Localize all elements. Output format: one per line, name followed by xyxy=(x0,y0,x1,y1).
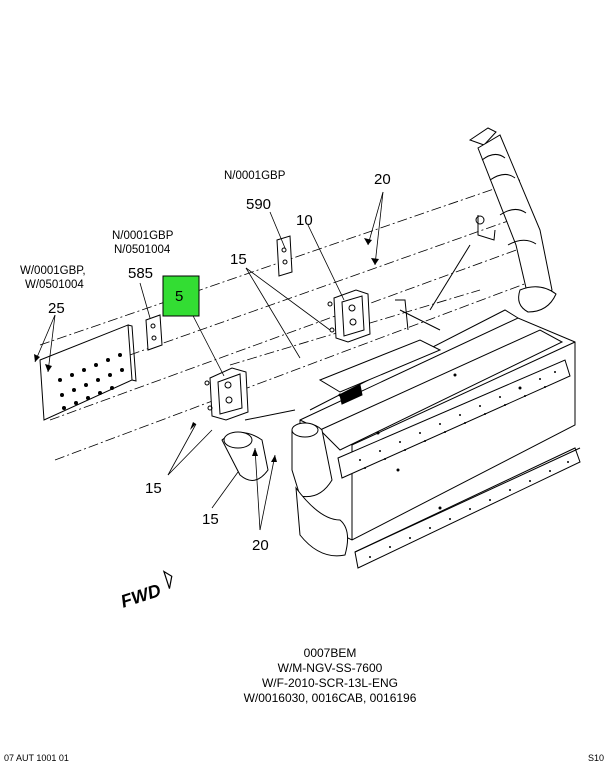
callout-25[interactable]: 25 xyxy=(48,300,65,317)
note-25-line1: W/0001GBP, xyxy=(20,265,86,277)
note-25-line2: W/0501004 xyxy=(25,279,84,291)
figure-notes: 0007BEM W/M-NGV-SS-7600 W/F-2010-SCR-13L… xyxy=(200,646,460,706)
callout-20-bottom[interactable]: 20 xyxy=(252,537,269,554)
note-590: N/0001GBP xyxy=(224,170,286,182)
figure-note-line: W/F-2010-SCR-13L-ENG xyxy=(261,676,399,690)
callout-585[interactable]: 585 xyxy=(128,265,153,282)
note-585-line1: N/0001GBP xyxy=(112,230,174,242)
callout-15-top[interactable]: 15 xyxy=(230,251,247,268)
figure-note-line: 0007BEM xyxy=(303,646,357,660)
figure-note-line: W/0016030, 0016CAB, 0016196 xyxy=(243,691,417,705)
forward-direction-marker: FWD xyxy=(118,570,173,612)
fwd-label: FWD xyxy=(118,580,163,612)
callout-15-bottom[interactable]: 15 xyxy=(202,511,219,528)
inlet-pipes xyxy=(221,409,349,557)
leader-lines xyxy=(34,191,384,531)
fwd-arrow-icon xyxy=(162,570,173,589)
callout-15-left[interactable]: 15 xyxy=(145,480,162,497)
callout-5[interactable]: 5 xyxy=(175,288,183,305)
callout-20-top[interactable]: 20 xyxy=(374,171,391,188)
note-585-line2: N/0501004 xyxy=(114,244,171,256)
frame-rail-section xyxy=(39,324,137,421)
leader-arrowheads xyxy=(34,238,379,462)
callout-10[interactable]: 10 xyxy=(296,212,313,229)
mount-bracket-10 xyxy=(327,289,371,343)
callout-590[interactable]: 590 xyxy=(246,196,271,213)
footer-left: 07 AUT 1001 01 xyxy=(4,753,69,761)
bracket-590 xyxy=(276,235,293,277)
scr-module xyxy=(318,299,442,405)
footer-right: S10 xyxy=(587,753,604,761)
exhaust-pipe xyxy=(429,127,557,313)
mount-bracket-5 xyxy=(204,367,249,421)
figure-note-line: W/M-NGV-SS-7600 xyxy=(277,661,383,675)
highlight-box-5[interactable] xyxy=(162,275,200,317)
aftertreatment-housing xyxy=(299,309,581,569)
bracket-585 xyxy=(145,314,163,351)
